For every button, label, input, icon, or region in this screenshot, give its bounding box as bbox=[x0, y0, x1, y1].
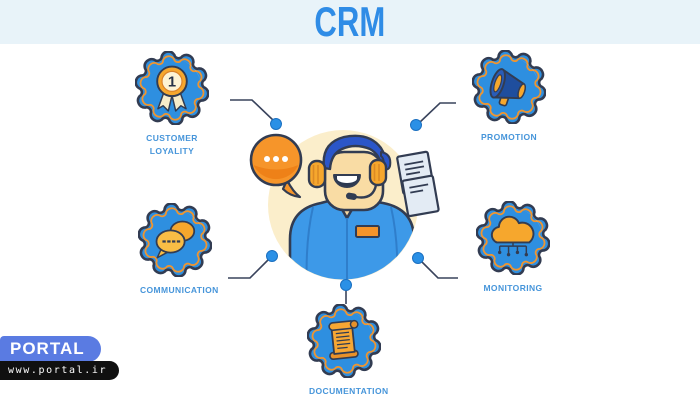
node-documentation: DOCUMENTATION bbox=[284, 304, 404, 398]
support-agent-illustration bbox=[249, 130, 440, 280]
megaphone-icon bbox=[489, 68, 527, 107]
gear-icon bbox=[472, 50, 546, 124]
page-title: CRM bbox=[314, 0, 386, 45]
node-label-customer-loyalty: CUSTOMER LOYALITY bbox=[146, 133, 198, 156]
speech-bubble-icon bbox=[249, 133, 303, 199]
node-monitoring: MONITORING bbox=[453, 201, 573, 295]
documents-icon bbox=[396, 150, 440, 218]
gear-icon bbox=[476, 201, 550, 275]
node-promotion: PROMOTION bbox=[449, 50, 569, 144]
scroll-icon bbox=[328, 319, 359, 361]
agent-jacket bbox=[288, 197, 416, 280]
node-label-documentation: DOCUMENTATION bbox=[309, 386, 389, 396]
node-customer-loyalty: 1 CUSTOMER LOYALITY bbox=[112, 51, 232, 158]
gear-icon: 1 bbox=[135, 51, 209, 125]
node-label-communication: COMMUNICATION bbox=[140, 285, 219, 295]
headset-icon bbox=[307, 158, 388, 200]
node-label-promotion: PROMOTION bbox=[480, 132, 537, 142]
portal-logo: PORTAL bbox=[0, 336, 101, 362]
title-banner: CRM bbox=[0, 0, 700, 44]
chat-bubbles-icon bbox=[155, 220, 196, 259]
node-communication: COMMUNICATION bbox=[115, 203, 235, 297]
gear-icon bbox=[138, 203, 212, 277]
medal-rank-text: 1 bbox=[168, 75, 176, 91]
medal-ribbon-icon: 1 bbox=[156, 65, 188, 112]
support-agent bbox=[288, 134, 416, 280]
gear-icon bbox=[307, 304, 381, 378]
node-label-monitoring: MONITORING bbox=[483, 283, 543, 293]
cloud-network-icon bbox=[490, 215, 535, 257]
jacket-pocket bbox=[355, 225, 380, 238]
portal-website: www.portal.ir bbox=[0, 361, 120, 380]
